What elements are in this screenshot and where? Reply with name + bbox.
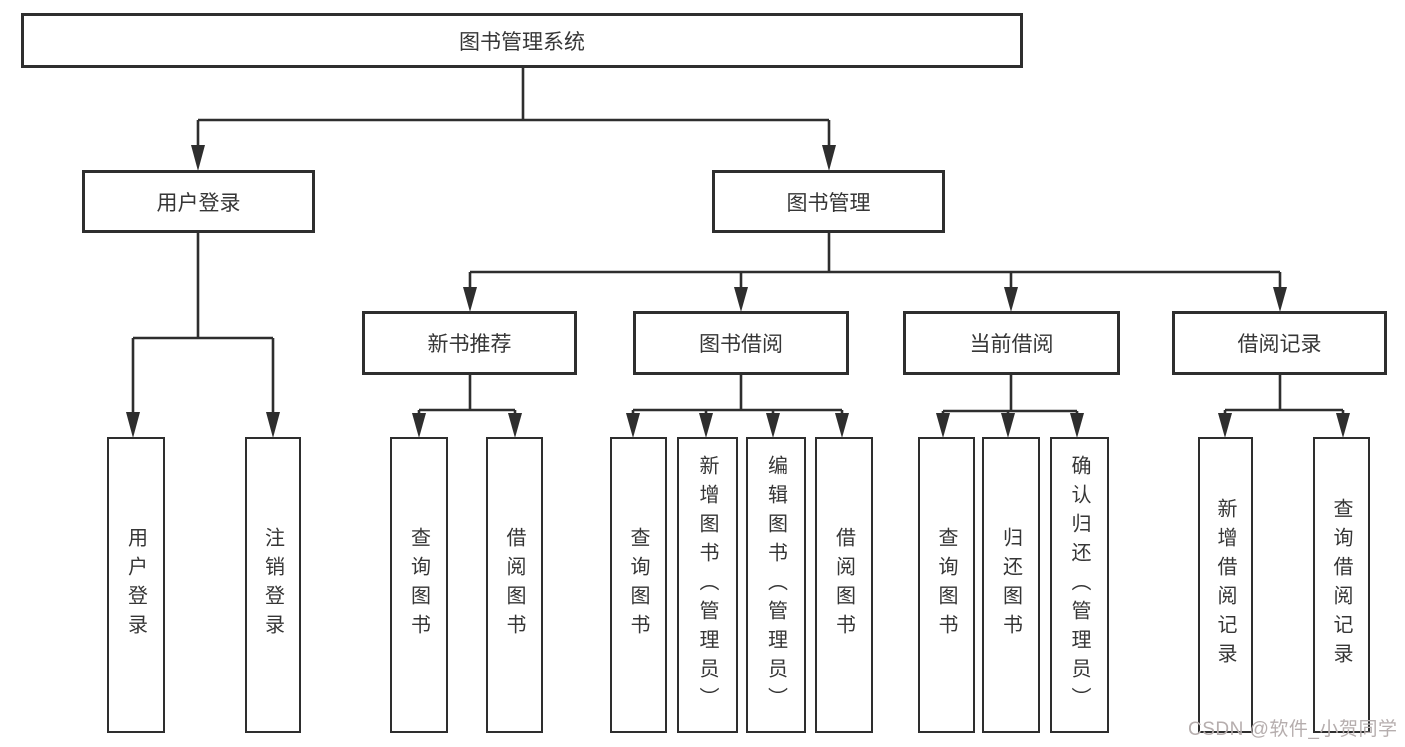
node-current-borrow: 当前借阅 [903,311,1120,375]
leaf-add-borrow-record: 新增借阅记录 [1198,437,1253,733]
node-book-management: 图书管理 [712,170,945,233]
node-user-login: 用户登录 [82,170,315,233]
leaf-return-book: 归还图书 [982,437,1040,733]
leaf-logout: 注销登录 [245,437,301,733]
leaf-query-book-3: 查询图书 [918,437,975,733]
node-book-borrow: 图书借阅 [633,311,849,375]
leaf-user-login: 用户登录 [107,437,165,733]
leaf-query-borrow-record: 查询借阅记录 [1313,437,1370,733]
leaf-borrow-book-1: 借阅图书 [486,437,543,733]
csdn-watermark: CSDN @软件_小贺同学 [1188,719,1398,740]
leaf-borrow-book-2: 借阅图书 [815,437,873,733]
leaf-edit-book-admin: 编辑图书（管理员） [746,437,806,733]
leaf-add-book-admin: 新增图书（管理员） [677,437,738,733]
leaf-query-book-1: 查询图书 [390,437,448,733]
leaf-confirm-return-admin: 确认归还（管理员） [1050,437,1109,733]
node-root: 图书管理系统 [21,13,1023,68]
leaf-query-book-2: 查询图书 [610,437,667,733]
node-new-book-recommend: 新书推荐 [362,311,577,375]
arrowhead-icons [126,145,1350,438]
node-borrow-record: 借阅记录 [1172,311,1387,375]
